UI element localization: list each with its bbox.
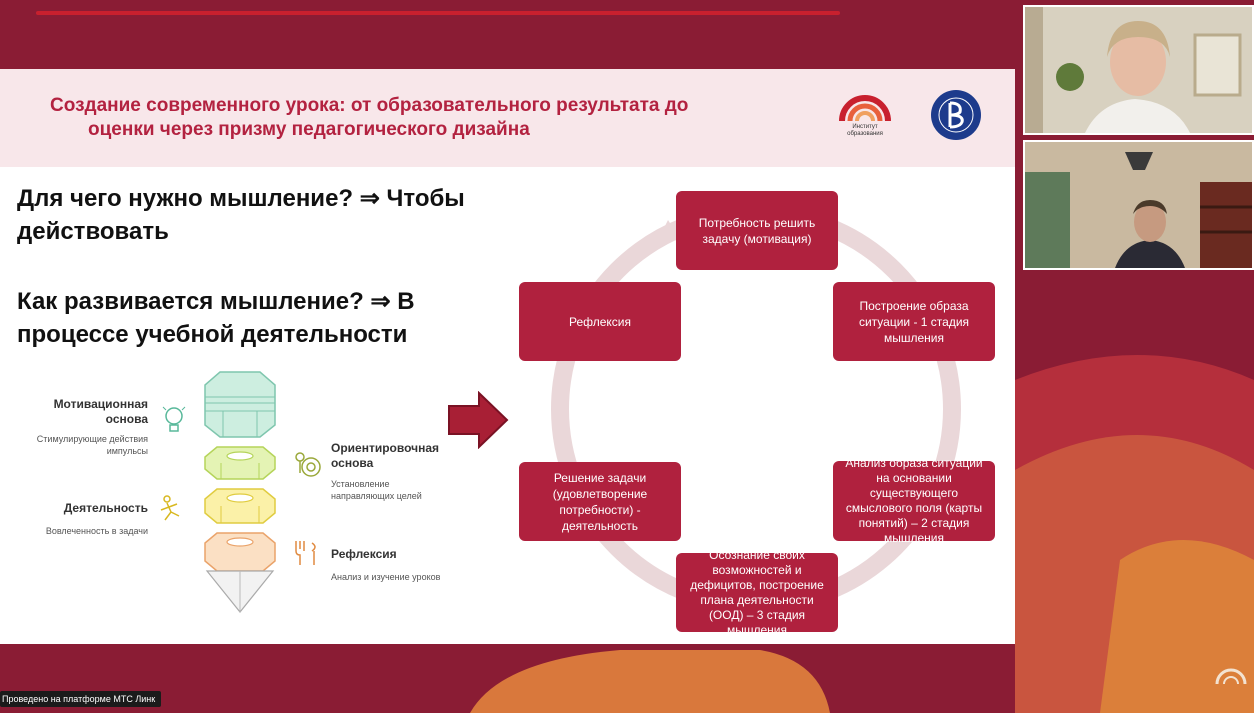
slide-title: Создание современного урока: от образова… bbox=[50, 94, 750, 142]
cycle-step-solution: Решение задачи (удовлетворение потребнос… bbox=[519, 462, 681, 541]
institute-arc-icon bbox=[839, 95, 891, 122]
slide-title-line1: Создание современного урока: от образова… bbox=[50, 95, 689, 116]
participant-video-2[interactable] bbox=[1023, 140, 1254, 270]
participant-video-1[interactable] bbox=[1023, 5, 1254, 135]
cycle-step-analysis: Анализ образа ситуации на основании суще… bbox=[833, 456, 995, 545]
participant-2-avatar bbox=[1025, 142, 1252, 268]
running-person-icon bbox=[160, 495, 180, 521]
target-icon bbox=[295, 452, 321, 477]
pyramid-item-1-title: Мотивационная основа bbox=[53, 397, 148, 426]
cycle-step-planning: Осознание своих возможностей и дефицитов… bbox=[676, 548, 838, 637]
platform-logo-icon bbox=[1215, 668, 1247, 685]
cycle-step-motivation: Потребность решить задачу (мотивация) bbox=[676, 191, 838, 270]
cycle-step-situation-image: Построение образа ситуации - 1 стадия мы… bbox=[833, 282, 995, 361]
hse-logo-icon bbox=[931, 90, 981, 140]
pyramid-item-3-subtitle: Вовлеченность в задачи bbox=[45, 526, 148, 536]
pyramid-item-2-subtitle: Установление направляющих целей bbox=[331, 479, 422, 501]
slide-title-line2: оценки через призму педагогического диза… bbox=[88, 119, 530, 140]
slide-header: Создание современного урока: от образова… bbox=[0, 69, 1015, 167]
pyramid-item-1-subtitle: Стимулирующие действия импульсы bbox=[36, 434, 148, 456]
institute-logo: Институт образования bbox=[836, 87, 894, 143]
cycle-step-reflection: Рефлексия bbox=[519, 282, 681, 361]
reflection-icon bbox=[295, 541, 316, 565]
institute-logo-caption: Институт образования bbox=[847, 124, 883, 137]
presentation-slide: Создание современного урока: от образова… bbox=[0, 69, 1015, 644]
pyramid-stack-illustration bbox=[204, 371, 276, 613]
pyramid-item-3-title: Деятельность bbox=[63, 501, 148, 515]
pyramid-item-4-title: Рефлексия bbox=[331, 547, 397, 561]
platform-footer-label: Проведено на платформе МТС Линк bbox=[0, 691, 162, 707]
top-accent-line bbox=[36, 11, 840, 15]
participant-1-avatar bbox=[1025, 7, 1252, 133]
pyramid-item-4-subtitle: Анализ и изучение уроков bbox=[331, 572, 441, 582]
question-why-thinking: Для чего нужно мышление? ⇒ Чтобы действо… bbox=[17, 185, 465, 245]
lightbulb-icon bbox=[162, 406, 186, 432]
pyramid-item-2-title: Ориентировочная основа bbox=[331, 441, 440, 470]
arrow-right-icon bbox=[448, 391, 509, 449]
question-how-thinking-develops: Как развивается мышление? ⇒ В процессе у… bbox=[17, 288, 415, 348]
